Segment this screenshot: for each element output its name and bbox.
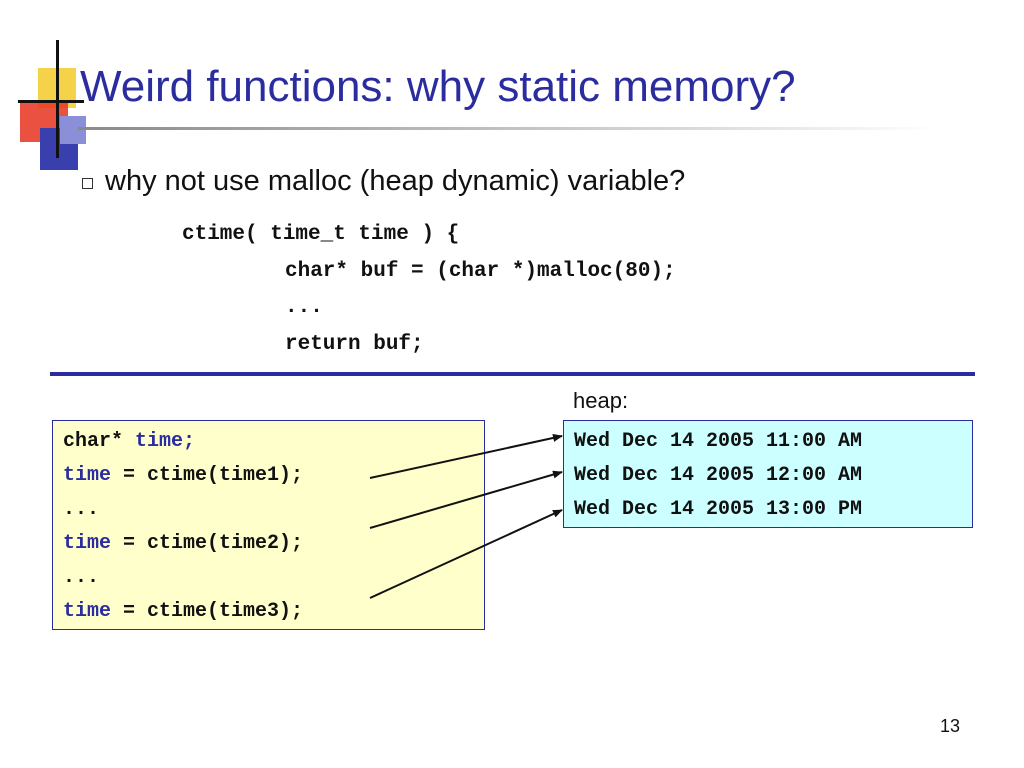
- code-box-line: ...: [63, 566, 100, 589]
- hollow-square-bullet-icon: [82, 178, 93, 189]
- pointer-arrow-2: [369, 470, 563, 529]
- title-underline: [78, 127, 938, 130]
- code-box-line: time = ctime(time2);: [63, 532, 304, 555]
- page-number: 13: [940, 716, 961, 736]
- logo-horizontal-line: [18, 100, 84, 103]
- pointer-arrow-3: [369, 509, 563, 599]
- slide-title: Weird functions: why static memory?: [80, 62, 796, 111]
- pointer-arrow-1: [369, 434, 563, 479]
- code-line-2: char* buf = (char *)malloc(80);: [285, 260, 676, 283]
- heap-label: heap:: [573, 388, 629, 413]
- code-line-1: ctime( time_t time ) {: [182, 223, 460, 246]
- code-box-line: ...: [63, 498, 100, 521]
- code-example-box: char* time; time = ctime(time1); ... tim…: [52, 420, 485, 630]
- heap-value: Wed Dec 14 2005 11:00 AM: [574, 430, 863, 453]
- bullet-text: why not use malloc (heap dynamic) variab…: [105, 165, 686, 197]
- heap-value: Wed Dec 14 2005 12:00 AM: [574, 464, 863, 487]
- code-box-line: time = ctime(time3);: [63, 600, 304, 623]
- heap-value: Wed Dec 14 2005 13:00 PM: [574, 498, 863, 521]
- code-line-4: return buf;: [285, 333, 424, 356]
- code-line-3: ...: [285, 296, 323, 319]
- section-separator: [50, 372, 975, 376]
- logo-vertical-line: [56, 40, 59, 158]
- logo-lightblue-square: [60, 116, 86, 144]
- code-box-line: time = ctime(time1);: [63, 464, 304, 487]
- heap-box: Wed Dec 14 2005 11:00 AM Wed Dec 14 2005…: [563, 420, 973, 528]
- code-box-line: char* time;: [63, 430, 196, 453]
